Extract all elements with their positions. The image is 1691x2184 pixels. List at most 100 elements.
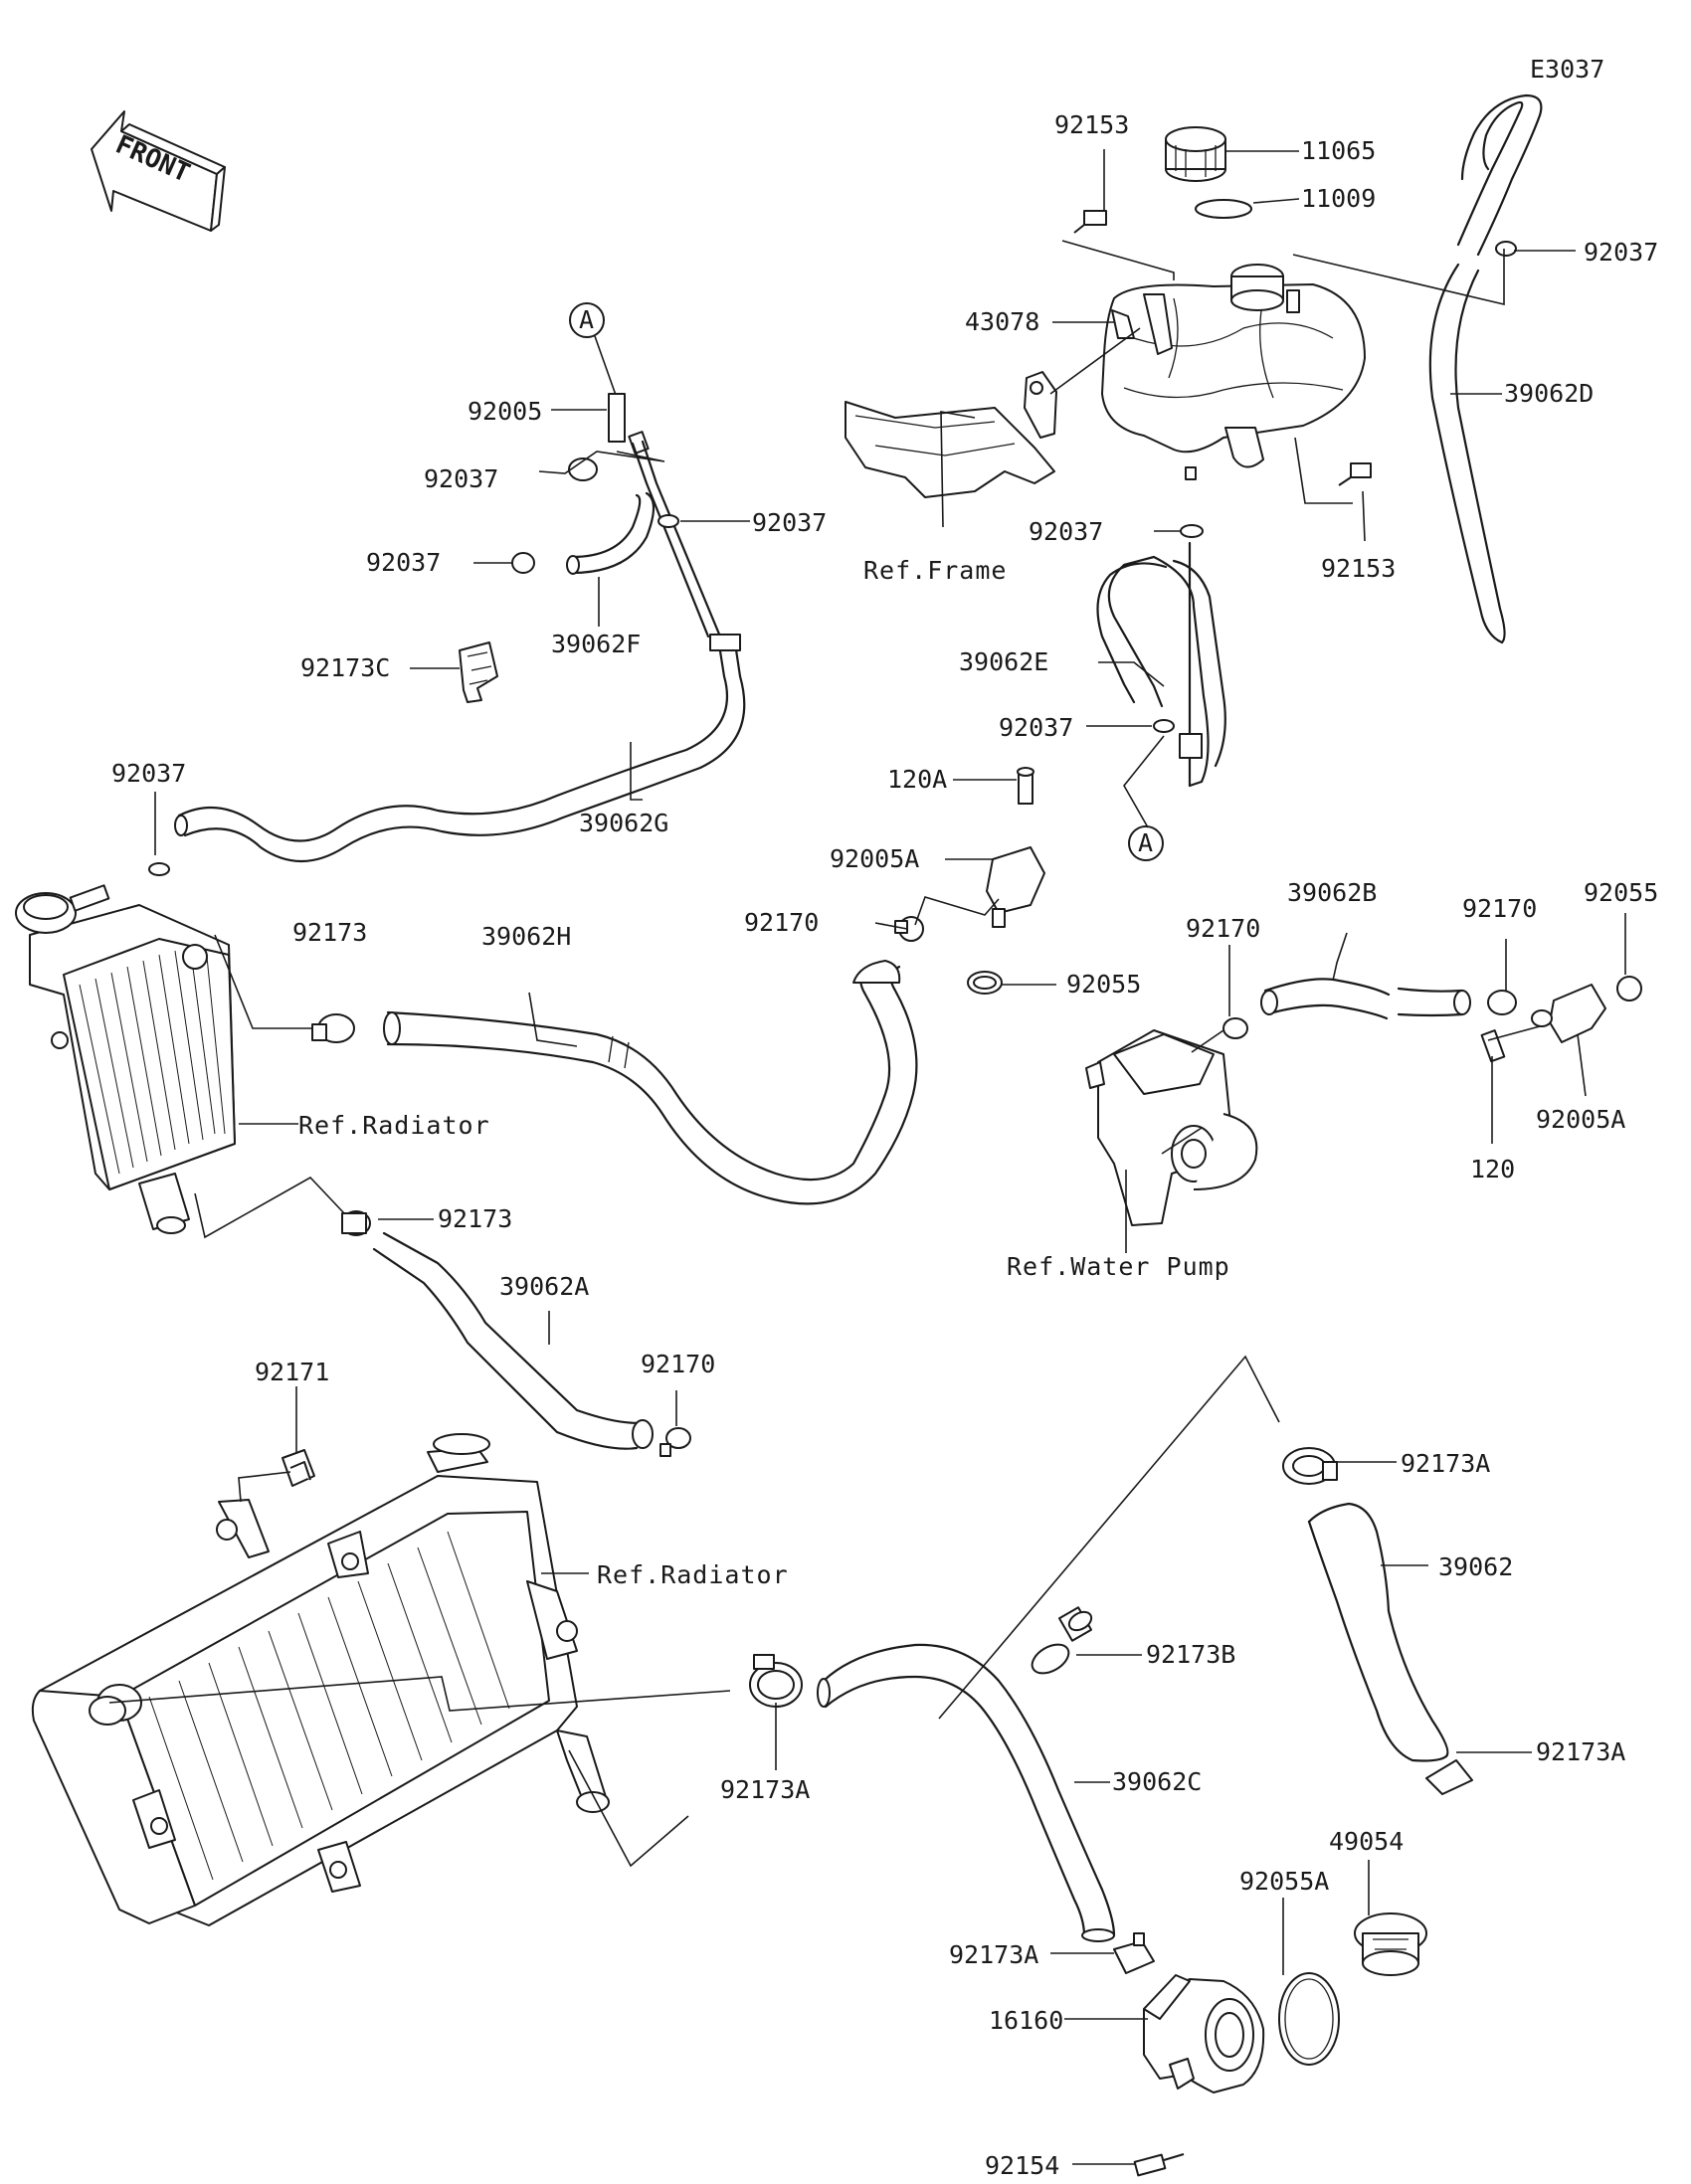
bolt-icon [1073, 210, 1107, 234]
part-label-92173a-3: 92173A [720, 1775, 810, 1804]
clip-icon [282, 1449, 315, 1487]
part-label-39062d: 39062D [1504, 379, 1594, 408]
part-label-49054: 49054 [1329, 1827, 1404, 1856]
clip-icon [1113, 1932, 1155, 1974]
clamp-icon [148, 862, 170, 876]
part-label-92037-e: 92037 [999, 713, 1073, 742]
connector-a-top: A [569, 302, 605, 338]
part-label-16160: 16160 [989, 2006, 1063, 2035]
part-label-92154: 92154 [985, 2151, 1059, 2180]
diagram-code: E3037 [1530, 55, 1604, 84]
part-label-39062g: 39062G [579, 809, 668, 837]
part-label-92170-d: 92170 [641, 1350, 715, 1378]
hose-39062 [1282, 1447, 1449, 1762]
part-label-92037-c: 92037 [366, 548, 441, 577]
part-label-39062b: 39062B [1287, 878, 1377, 907]
clamp-icon [1495, 241, 1517, 257]
thermostat-housing [1143, 1974, 1265, 2093]
hose-39062a [341, 1210, 654, 1450]
part-label-39062h: 39062H [481, 922, 571, 951]
part-label-92173a-4: 92173A [949, 1940, 1038, 1969]
part-label-92055-mid: 92055 [1066, 970, 1141, 999]
hose-39062h [383, 960, 918, 1205]
part-label-92005a-mid: 92005A [830, 844, 919, 873]
part-label-92037-b: 92037 [752, 508, 827, 537]
radiator-upper [15, 884, 236, 1234]
part-label-92171: 92171 [255, 1358, 329, 1386]
hose-39062c [817, 1643, 1116, 1942]
part-label-11065: 11065 [1301, 136, 1376, 165]
part-label-39062e: 39062E [959, 647, 1048, 676]
radiator-main [31, 1433, 610, 1926]
part-label-92173b: 92173B [1146, 1640, 1235, 1669]
connector-a-bottom: A [1128, 825, 1164, 861]
part-label-39062f: 39062F [551, 630, 641, 658]
hose-39062b [1260, 978, 1471, 1020]
ref-frame: Ref.Frame [863, 556, 1007, 585]
part-label-39062a: 39062A [499, 1272, 589, 1301]
frame-reference [845, 371, 1057, 498]
part-label-92055a: 92055A [1239, 1867, 1329, 1896]
o-ring-inner [1284, 1978, 1334, 2060]
part-label-92153: 92153 [1054, 110, 1129, 139]
reservoir-gasket-icon [1195, 199, 1252, 219]
thermostat-icon [1354, 1912, 1427, 1976]
bracket-icon [1111, 309, 1135, 339]
part-label-92170-c: 92170 [1462, 894, 1537, 923]
part-label-92170-b: 92170 [1186, 914, 1260, 943]
part-label-120: 120 [1470, 1155, 1515, 1183]
part-label-92037-a: 92037 [424, 464, 498, 493]
leader-lines [108, 149, 1626, 2165]
hose-39062g [174, 634, 746, 863]
front-arrow-icon: FRONT [91, 110, 226, 232]
clamp-icon [1222, 990, 1517, 1039]
bolt-icon [1133, 2153, 1185, 2177]
part-label-92173a-1: 92173A [1401, 1449, 1490, 1478]
water-pump [1085, 1029, 1258, 1226]
part-label-92005: 92005 [468, 397, 542, 426]
part-label-39062: 39062 [1438, 1552, 1513, 1581]
connector-label: A [579, 305, 594, 334]
part-label-92037-tank: 92037 [1029, 517, 1103, 546]
part-label-11009: 11009 [1301, 184, 1376, 213]
ref-radiator-bottom: Ref.Radiator [597, 1560, 789, 1589]
part-label-92170-mid: 92170 [744, 908, 819, 937]
part-labels: 11065 11009 92153 43078 92037 39062D 921… [111, 110, 1658, 2180]
clamp-icon [1180, 466, 1204, 538]
part-label-92037-left: 92037 [111, 759, 186, 788]
part-label-92173a-2: 92173A [1536, 1737, 1625, 1766]
part-label-92173-top: 92173 [292, 918, 367, 947]
clip-icon [459, 641, 498, 703]
fitting-92005a-right [1480, 976, 1642, 1063]
hose-39062e [1096, 541, 1226, 788]
part-label-92173-mid: 92173 [438, 1204, 512, 1233]
hose-clamp-icon [1031, 1606, 1093, 1675]
hose-39062d [1428, 93, 1543, 644]
part-label-39062c: 39062C [1112, 1767, 1202, 1796]
clamp-icon [1153, 719, 1175, 733]
hose-clamp-icon [749, 1654, 803, 1708]
hose-39062f [566, 491, 656, 575]
part-label-92173c: 92173C [300, 653, 390, 682]
fitting-92005a-mid [967, 767, 1045, 995]
hose-clamp-icon [311, 1013, 355, 1043]
ref-radiator-top: Ref.Radiator [298, 1111, 490, 1140]
clamp-icon [894, 916, 924, 942]
bolt-icon [1338, 462, 1372, 486]
reservoir-tank [1101, 264, 1366, 468]
part-label-92055-right: 92055 [1584, 878, 1658, 907]
clip-icon [1425, 1759, 1473, 1795]
clamp-icon [511, 457, 679, 574]
clamp-icon [659, 1427, 691, 1457]
part-label-92037: 92037 [1584, 238, 1658, 267]
part-label-120a: 120A [887, 765, 947, 794]
part-label-92005a-right: 92005A [1536, 1105, 1625, 1134]
ref-water-pump: Ref.Water Pump [1007, 1252, 1230, 1281]
part-label-92153-right: 92153 [1321, 554, 1396, 583]
o-ring-icon [1278, 1972, 1340, 2066]
connector-label: A [1138, 828, 1153, 857]
part-label-43078: 43078 [965, 307, 1039, 336]
reservoir-cap-icon [1165, 126, 1226, 182]
fitting-92005 [608, 393, 650, 455]
